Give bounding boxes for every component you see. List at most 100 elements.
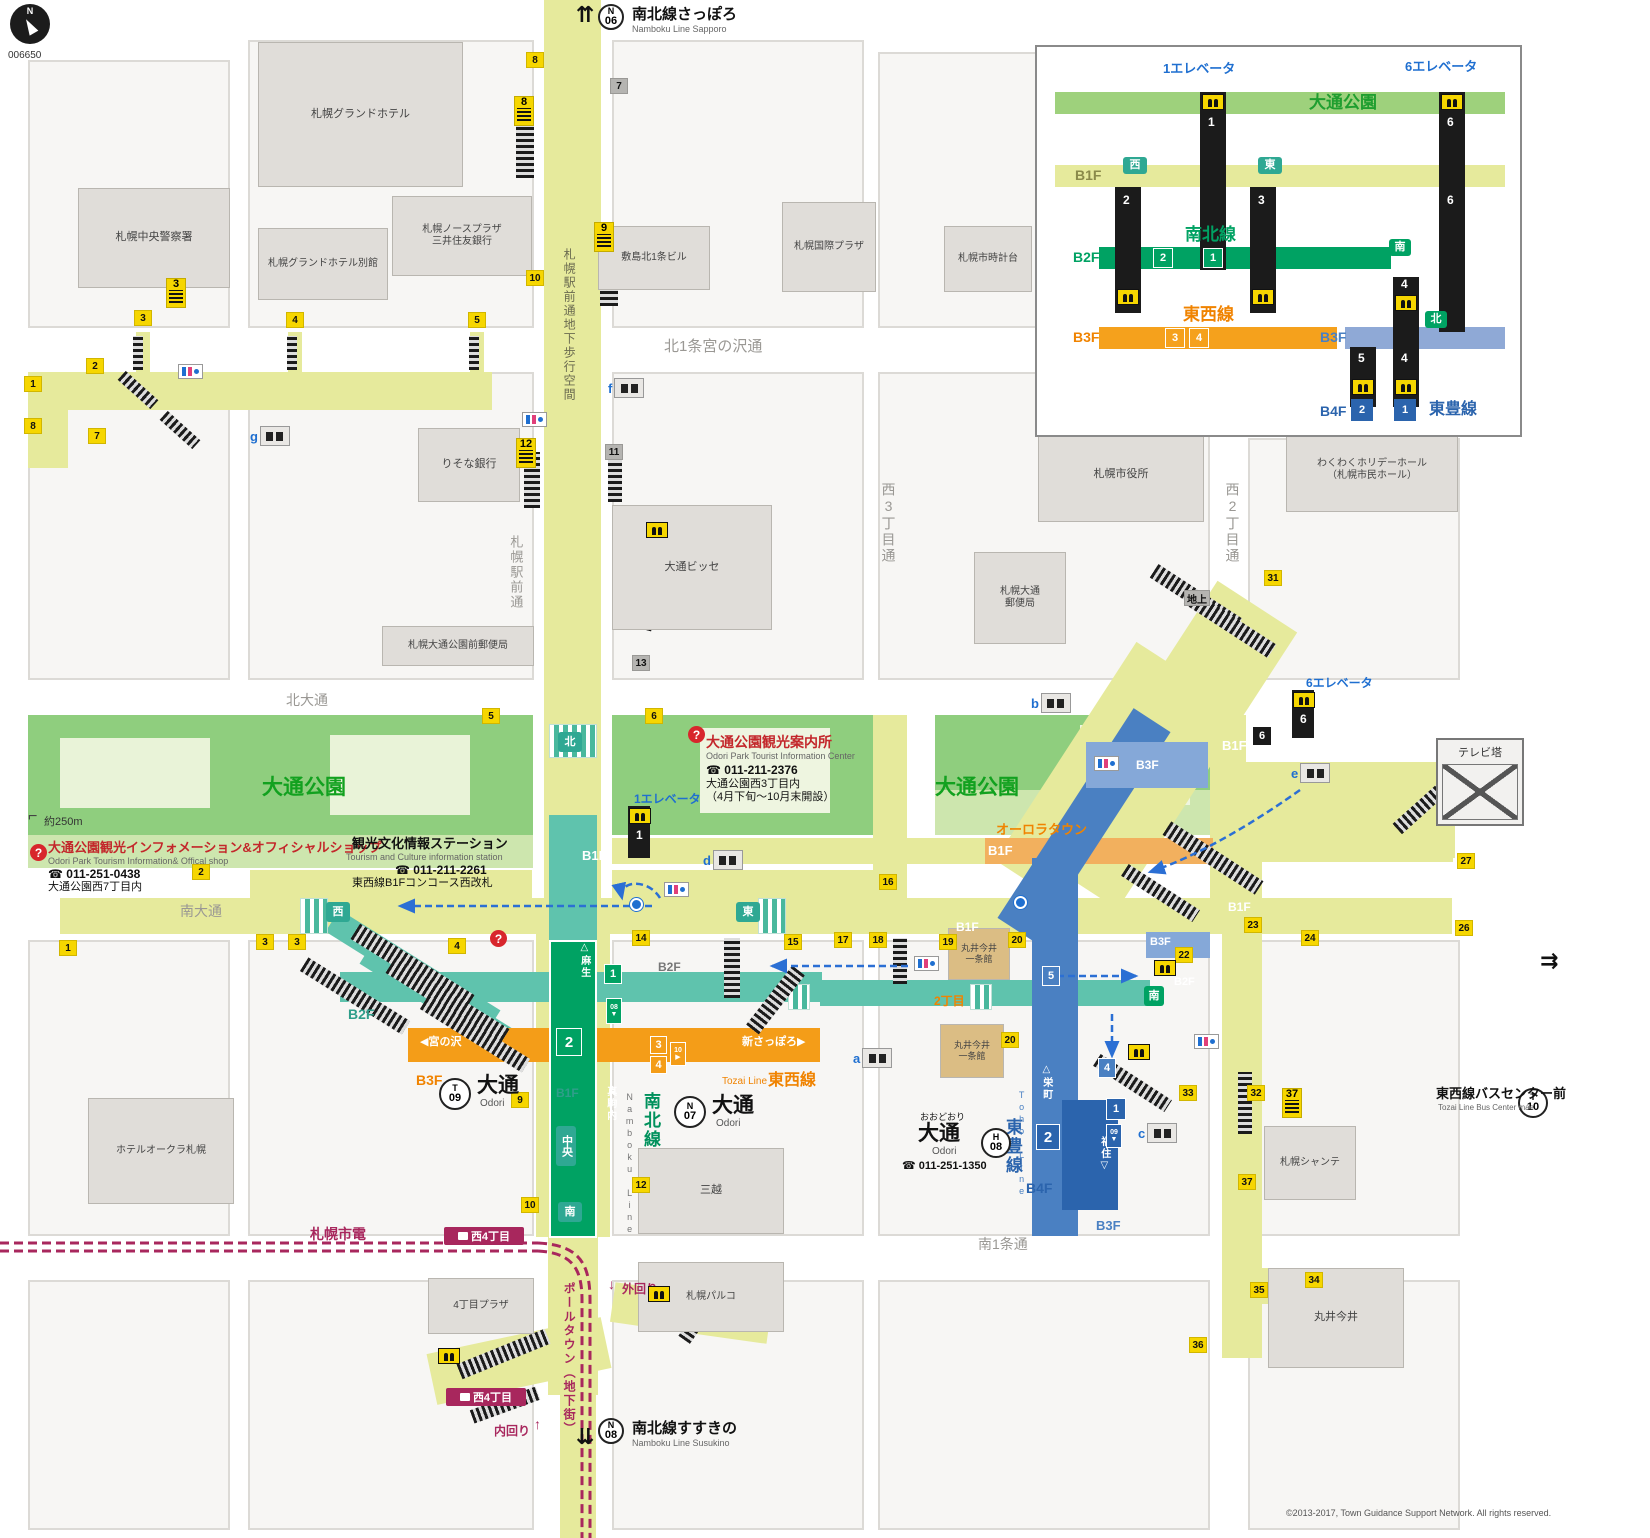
label: B3F	[1096, 1218, 1121, 1233]
direction-badge: 西	[326, 902, 350, 922]
platform-number: 1	[604, 964, 622, 984]
exit-badge: 17	[834, 932, 852, 948]
exit-badge: 3	[256, 934, 274, 950]
exit-badge: 12	[632, 1177, 650, 1193]
label: おおどおり	[920, 1112, 966, 1122]
scale-label: 約250m	[44, 816, 83, 828]
building: ホテルオークラ札幌	[88, 1098, 234, 1204]
label: 6	[1300, 712, 1307, 726]
phone-info-center: ☎ 011-211-2376	[706, 763, 798, 777]
label: 1	[1208, 115, 1215, 129]
exit-badge: 4	[286, 312, 304, 328]
building: 三越	[638, 1148, 784, 1234]
area	[549, 940, 597, 1238]
stairs-icon	[724, 938, 740, 998]
exit-badge: 7	[610, 78, 628, 94]
exit-badge: 3	[134, 310, 152, 326]
exit-badge: 20	[1008, 932, 1026, 948]
direction-badge: 中央	[556, 1126, 576, 1166]
label: △栄町	[1040, 1064, 1052, 1101]
exit-badge: 6	[645, 708, 663, 724]
label: B2F	[348, 1006, 375, 1022]
label: B1F	[1075, 167, 1102, 183]
building: 丸井今井 一条館	[948, 928, 1010, 980]
exit-badge: 19	[939, 934, 957, 950]
direction-badge: 北	[1425, 311, 1447, 328]
stairs-icon	[1238, 1072, 1252, 1134]
platform-number: 2	[556, 1028, 582, 1056]
question-info-icon: ?	[688, 726, 705, 743]
building: りそな銀行	[418, 428, 520, 502]
label: ◀宮の沢	[420, 1036, 462, 1048]
exit-badge: 4	[448, 938, 466, 954]
platform-number: 5	[1042, 966, 1060, 986]
label: B2F	[658, 960, 681, 974]
exit-badge: 33	[1179, 1085, 1197, 1101]
area	[330, 735, 470, 815]
label: Tourism and Culture information station	[346, 852, 503, 862]
area	[544, 0, 601, 740]
exit-badge: 26	[1455, 920, 1473, 936]
area	[612, 838, 985, 864]
area	[60, 738, 210, 808]
direction-badge: 南	[1389, 239, 1411, 256]
area	[700, 728, 830, 813]
inset-elevator-1-label: 1エレベータ	[1163, 61, 1236, 76]
label: Odori Park Tourism Information& Offical …	[48, 856, 229, 866]
label: B1F	[988, 843, 1013, 858]
label: B3F	[1073, 329, 1100, 345]
map-id: 006650	[8, 50, 42, 61]
exit-badge: 10	[526, 270, 544, 286]
pole-town-label: ポールタウン（地下街）	[562, 1282, 577, 1436]
tram-station: 西4丁目	[444, 1227, 524, 1245]
area	[1099, 327, 1337, 349]
bicycle-parking-icon: e	[1291, 763, 1331, 783]
direction-badge: 南	[1144, 986, 1164, 1006]
platform-number: 09 ▼	[1106, 1124, 1122, 1148]
label: Tozai Line Bus Center mae	[1438, 1103, 1535, 1112]
park-label-odori-east: 大通公園	[935, 776, 1019, 799]
aurora-town-label: オーロラタウン	[996, 822, 1088, 837]
building: 札幌シャンテ	[1264, 1126, 1356, 1200]
wheelchair-route-icon	[630, 898, 643, 911]
compass-needle	[21, 16, 39, 36]
exit-badge: 11	[605, 444, 623, 460]
building: 丸井今井	[1268, 1268, 1404, 1368]
stairs-icon	[516, 112, 534, 178]
building: 札幌グランドホテル	[258, 42, 463, 187]
elevator-icon	[646, 522, 668, 538]
exit-badge: 34	[1305, 1272, 1323, 1288]
building-label: 丸井今井 一条館	[960, 942, 997, 964]
label: B1F	[556, 1086, 579, 1100]
exit-badge-stairs: 9	[594, 222, 614, 252]
walkway-label: 札幌駅前通地下歩行空間	[562, 248, 577, 402]
exit-badge: 5	[482, 708, 500, 724]
platform-number: 4	[1189, 328, 1209, 348]
label: B4F	[1320, 403, 1347, 419]
label: Tozai Line	[722, 1076, 768, 1087]
tram-icon	[457, 1232, 468, 1240]
building-label: 札幌市時計台	[958, 252, 1018, 264]
street-label: 南1条通	[978, 1236, 1028, 1252]
exit-badge: 7	[88, 428, 106, 444]
elevator-shaft-icon	[1200, 92, 1226, 270]
area	[1055, 92, 1505, 114]
exit-badge: 18	[869, 932, 887, 948]
station-name-odori-toho: 大通	[918, 1122, 960, 1145]
label: B1F	[1228, 900, 1251, 914]
elevator-6-label: 6エレベータ	[1306, 676, 1373, 690]
building: 札幌市時計台	[944, 226, 1032, 292]
elevator-icon	[1441, 94, 1463, 110]
building-label: ホテルオークラ札幌	[116, 1144, 206, 1156]
elevator-icon	[1352, 379, 1374, 395]
building-label: 札幌パルコ	[686, 1290, 736, 1302]
elevator-icon	[648, 1286, 670, 1302]
restroom-icon	[914, 956, 939, 971]
stairs-icon	[1285, 1100, 1299, 1113]
platform-number: 3	[1165, 328, 1185, 348]
label: B2F	[1073, 249, 1100, 265]
station-name-odori-namboku: 大通	[712, 1094, 754, 1117]
